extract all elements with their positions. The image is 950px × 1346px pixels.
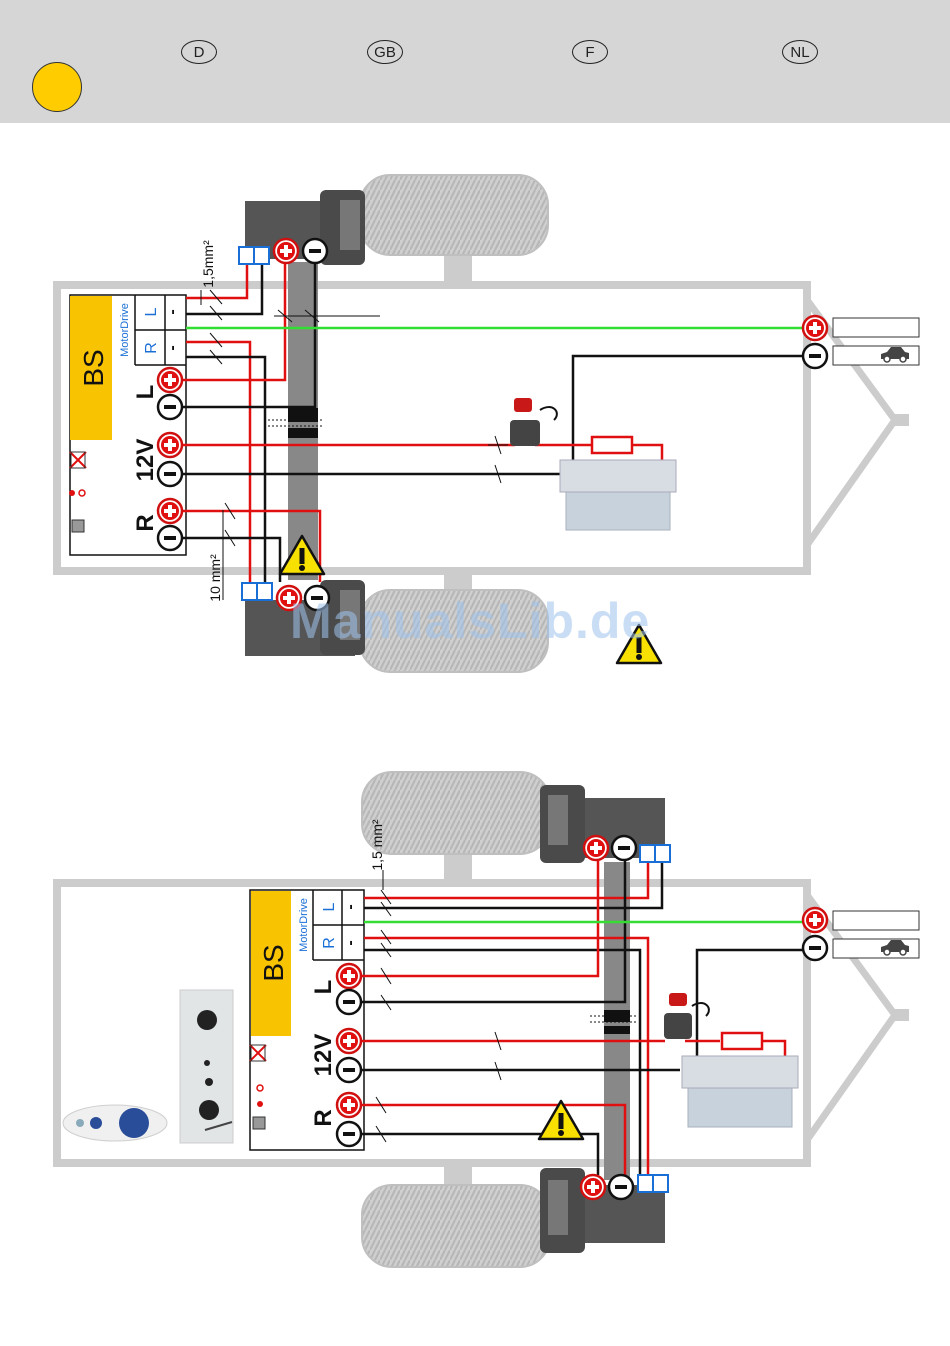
terminal-plus (803, 908, 827, 932)
tyre-bottom (362, 1185, 550, 1267)
connector-top (640, 845, 670, 862)
motor-right-label: R (143, 342, 160, 354)
side-right-label: R (310, 1109, 337, 1126)
voltage-label: 12V (310, 1034, 337, 1077)
side-left-label: L (310, 980, 337, 995)
tyre-top (362, 772, 550, 854)
terminal-minus (337, 1058, 361, 1082)
wire-thin-label: 1,5 mm² (369, 819, 385, 871)
motor-right-minus: - (342, 940, 359, 945)
tyre-top (360, 175, 548, 255)
terminal-minus (303, 239, 327, 263)
wire-thick-label: 10 mm² (207, 554, 223, 602)
fuse-icon (722, 1033, 762, 1049)
wire-thin-label: 1,5mm² (200, 240, 216, 288)
terminal-minus (158, 395, 182, 419)
motor-right-minus: - (164, 345, 181, 350)
battery-icon (560, 460, 676, 530)
motor-right-label: R (321, 937, 338, 949)
terminal-minus (803, 936, 827, 960)
motor-left-label: L (143, 307, 160, 316)
fuse-icon (592, 437, 632, 453)
battery-switch-icon (664, 993, 709, 1039)
hitch (891, 1009, 909, 1021)
terminal-minus (158, 462, 182, 486)
remote-control-icon (63, 1105, 167, 1141)
voltage-label: 12V (132, 439, 159, 482)
terminal-plus (581, 1175, 605, 1199)
terminal-plus (584, 836, 608, 860)
terminal-minus (337, 1122, 361, 1146)
terminal-plus (337, 964, 361, 988)
hitch (891, 414, 909, 426)
output-box-plus (833, 318, 919, 337)
terminal-minus (158, 526, 182, 550)
terminal-plus (803, 316, 827, 340)
unit-label: BS (78, 349, 109, 386)
control-panel-icon (180, 990, 233, 1143)
terminal-plus (158, 368, 182, 392)
terminal-minus (803, 344, 827, 368)
unit-label: BS (258, 944, 289, 981)
terminal-plus (337, 1093, 361, 1117)
terminal-minus (337, 990, 361, 1014)
motor-left-minus: - (164, 309, 181, 314)
brand-label: MotorDrive (298, 898, 310, 952)
motor-left-minus: - (342, 904, 359, 909)
terminal-plus (274, 239, 298, 263)
brand-label: MotorDrive (119, 303, 131, 357)
output-box-plus (833, 911, 919, 930)
motor-left-label: L (321, 902, 338, 911)
battery-switch-icon (510, 398, 557, 446)
side-left-label: L (132, 385, 159, 400)
battery-icon (682, 1056, 798, 1127)
diagram-bottom: BS MotorDrive L R - - L 12V R (57, 772, 919, 1267)
wires-top (170, 262, 804, 582)
connector-top (239, 247, 269, 264)
terminal-plus (337, 1029, 361, 1053)
terminal-minus (612, 836, 636, 860)
connector-bottom (638, 1175, 668, 1192)
connector-bottom (242, 583, 272, 600)
side-right-label: R (132, 514, 159, 531)
watermark: ManualsLib.de (290, 592, 650, 650)
terminal-plus (158, 499, 182, 523)
terminal-plus (158, 433, 182, 457)
terminal-minus (609, 1175, 633, 1199)
warning-icon (539, 1101, 583, 1139)
